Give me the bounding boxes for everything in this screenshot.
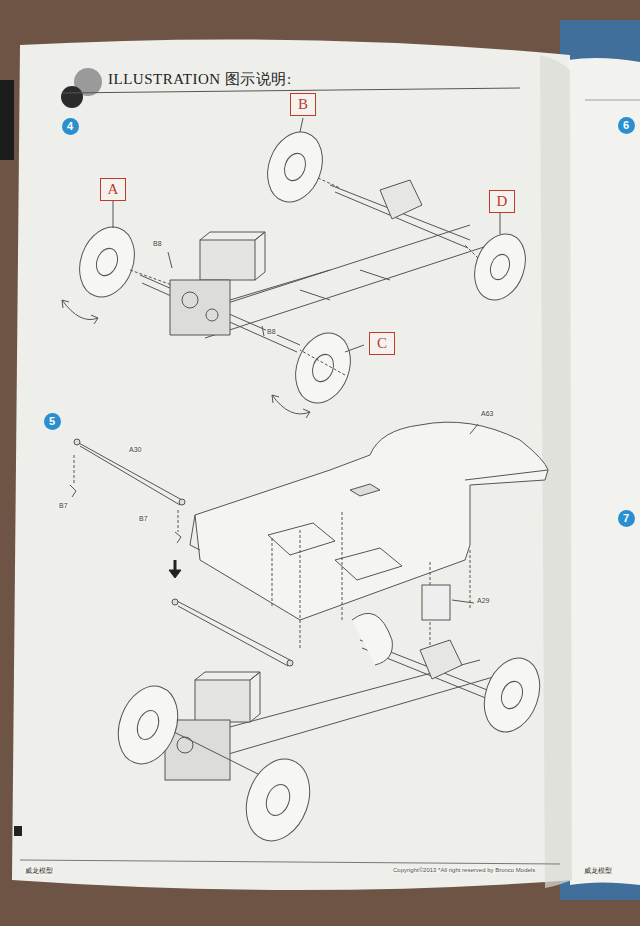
part-number: B7 xyxy=(138,515,149,522)
part-number: A29 xyxy=(476,597,490,604)
illustration-path xyxy=(272,395,310,414)
wheel-callout-box: B xyxy=(290,93,316,116)
illustration-path xyxy=(195,422,548,620)
step-number-text: 4 xyxy=(67,120,73,132)
illustration-path xyxy=(113,118,500,352)
step-number-text: 7 xyxy=(623,512,629,524)
illustration-path xyxy=(420,640,462,679)
illustration-rect xyxy=(0,80,14,160)
illustration-g xyxy=(20,118,560,864)
illustration-rect xyxy=(195,680,250,722)
illustration-path xyxy=(195,672,260,722)
callout-letter: A xyxy=(108,181,119,198)
illustration-circle xyxy=(206,309,218,321)
illustration-path xyxy=(568,58,640,885)
page-heading: ILLUSTRATION 图示说明: xyxy=(108,70,292,89)
step-number: 7 xyxy=(618,510,635,527)
illustration-ellipse xyxy=(487,252,513,283)
illustration-ellipse xyxy=(93,245,121,278)
illustration-line xyxy=(585,100,640,101)
part-number: A63 xyxy=(480,410,494,417)
step-number: 5 xyxy=(44,413,61,430)
illustration-ellipse xyxy=(133,707,162,742)
illustration-circle xyxy=(74,439,80,445)
illustration-ellipse xyxy=(108,678,188,772)
illustration-path xyxy=(190,470,548,550)
illustration-ellipse xyxy=(258,124,331,209)
brand-name: 威龙模型 xyxy=(24,866,54,876)
illustration-circle xyxy=(61,86,83,108)
illustration-circle xyxy=(177,737,193,753)
illustration-path xyxy=(272,395,310,418)
illustration-ellipse xyxy=(475,650,550,739)
illustration-ellipse xyxy=(262,781,294,819)
illustration-path xyxy=(230,270,330,300)
callout-letter: D xyxy=(497,193,508,210)
illustration-path xyxy=(200,232,265,280)
part-number: B7 xyxy=(58,502,69,509)
illustration-path xyxy=(452,424,478,603)
step-number-text: 6 xyxy=(623,119,629,131)
illustration-ellipse xyxy=(466,227,534,307)
illustration-rect xyxy=(200,240,255,280)
brand-name: 威龙模型 xyxy=(583,866,613,876)
illustration-path xyxy=(169,570,181,578)
part-number: B8 xyxy=(152,240,163,247)
part-number: B8 xyxy=(266,328,277,335)
step-number: 4 xyxy=(62,118,79,135)
illustration-path xyxy=(62,300,98,320)
illustration-line xyxy=(20,860,560,864)
illustration-ellipse xyxy=(281,150,309,183)
illustration-rect xyxy=(422,585,450,620)
part-number: A30 xyxy=(128,446,142,453)
wheel-callout-box: C xyxy=(369,332,395,355)
illustration-rect xyxy=(14,826,22,836)
step-number-text: 5 xyxy=(49,415,55,427)
illustration-g xyxy=(108,650,549,849)
illustration-g xyxy=(70,124,534,410)
step-number: 6 xyxy=(618,117,635,134)
illustration-circle xyxy=(182,292,198,308)
illustration-ellipse xyxy=(235,750,320,849)
illustration-circle xyxy=(287,660,293,666)
illustration-path xyxy=(62,300,98,324)
copyright-note: Copyright©2013 *All right reserved by Br… xyxy=(392,867,536,873)
illustration-path xyxy=(77,442,182,505)
illustration-ellipse xyxy=(286,325,359,410)
illustration-path xyxy=(352,613,392,665)
wheel-callout-box: A xyxy=(100,178,126,201)
illustration-path xyxy=(268,523,402,580)
illustration-path xyxy=(70,485,181,543)
illustration-circle xyxy=(179,499,185,505)
illustration-path xyxy=(175,600,290,666)
illustration-ellipse xyxy=(498,678,526,711)
illustration-path xyxy=(350,484,380,496)
callout-letter: B xyxy=(298,96,308,113)
illustration-path xyxy=(74,455,178,532)
illustration-path xyxy=(130,178,478,375)
callout-letter: C xyxy=(377,335,387,352)
illustration-circle xyxy=(172,599,178,605)
illustration-path xyxy=(380,180,422,219)
illustration-path xyxy=(168,252,264,336)
illustration-rect xyxy=(560,20,640,900)
wheel-callout-box: D xyxy=(489,190,515,213)
illustration-ellipse xyxy=(309,351,337,384)
illustration-path xyxy=(170,280,230,335)
illustration-path xyxy=(12,39,575,890)
illustration-path xyxy=(174,560,177,570)
illustration-ellipse xyxy=(70,219,143,304)
